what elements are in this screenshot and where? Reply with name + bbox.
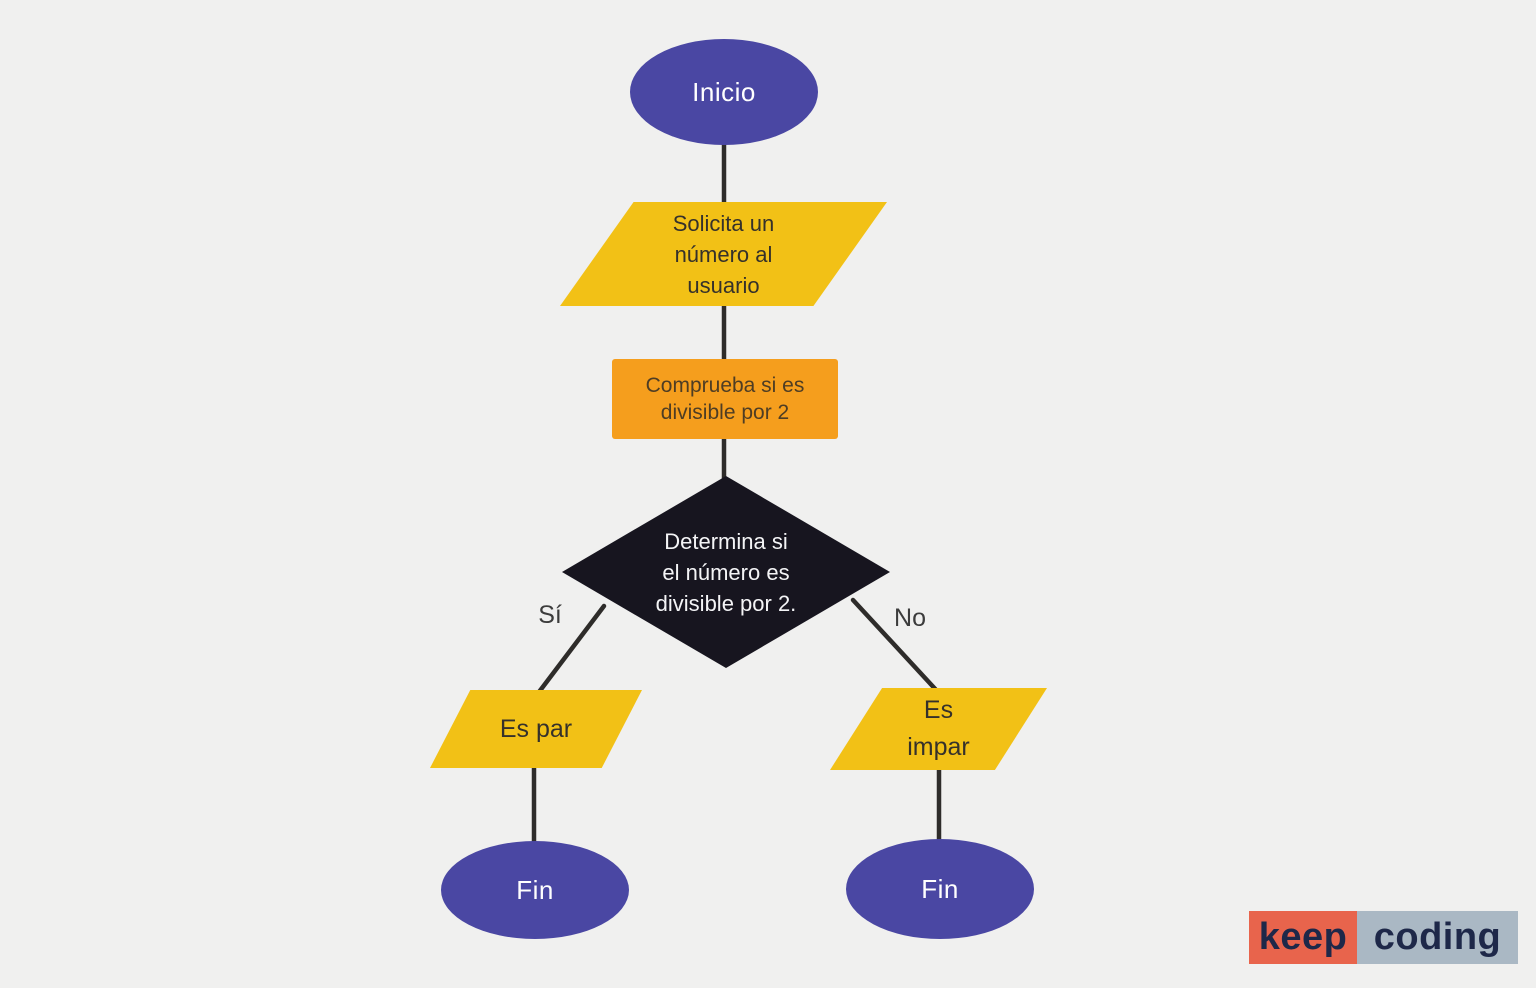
node-process: Comprueba si es divisible por 2	[612, 359, 838, 439]
keepcoding-logo: keep coding	[1249, 911, 1518, 964]
keepcoding-logo-keep: keep	[1249, 911, 1357, 964]
edge-decision-odd	[850, 597, 941, 695]
edge-decision-even	[536, 603, 607, 695]
edge-label-yes: Sí	[538, 601, 562, 629]
node-decision-label: Determina si el número es divisible por …	[655, 528, 797, 616]
node-end-odd: Fin	[846, 839, 1034, 939]
node-end-even-label: Fin	[516, 874, 554, 905]
edge-label-no: No	[894, 604, 926, 632]
node-even-label: Es par	[499, 714, 573, 743]
node-odd-label: Es impar	[907, 696, 970, 761]
node-even: Es par	[430, 690, 642, 768]
node-start: Inicio	[630, 39, 818, 145]
node-process-label: Comprueba si es divisible por 2	[645, 374, 805, 424]
keepcoding-logo-coding: coding	[1357, 911, 1518, 964]
node-end-odd-label: Fin	[921, 873, 959, 904]
node-start-label: Inicio	[692, 76, 756, 107]
node-end-even: Fin	[441, 841, 629, 939]
node-input-label: Solicita un número al usuario	[672, 210, 775, 298]
